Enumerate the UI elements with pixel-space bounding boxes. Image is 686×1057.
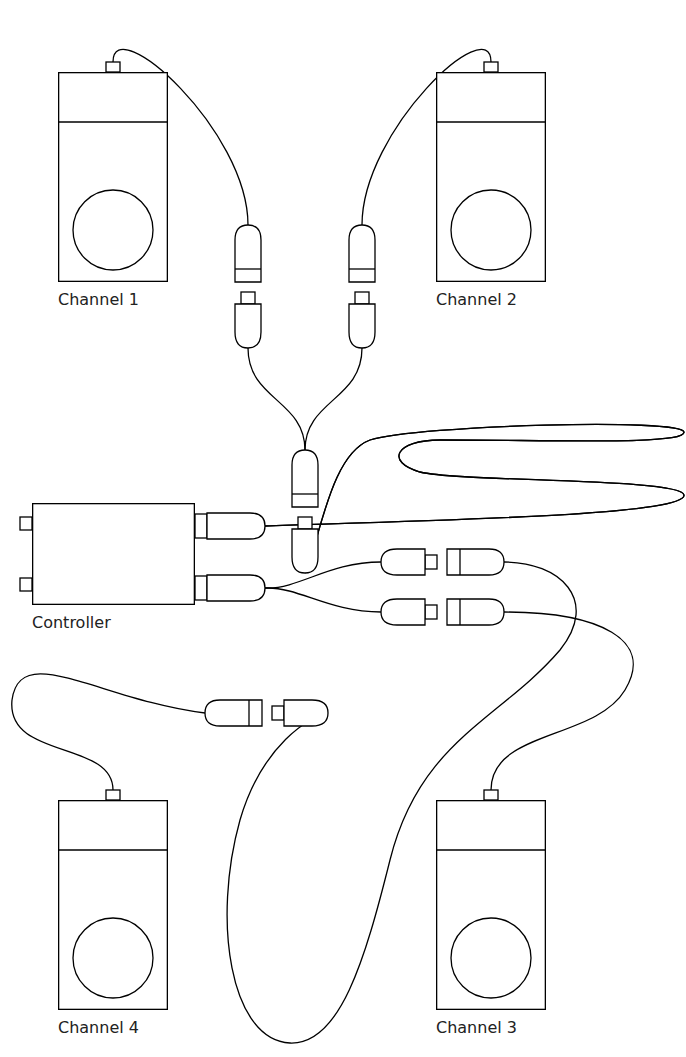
unit-label: Controller (32, 613, 111, 633)
unit-outline (436, 72, 546, 282)
cable (195, 49, 684, 573)
female-plug (205, 700, 262, 726)
channel-unit: Channel 4 (58, 800, 168, 1010)
device-socket (106, 62, 120, 72)
device-socket (484, 790, 498, 800)
female-plug (349, 225, 375, 282)
unit-border (59, 801, 168, 1010)
unit-label: Channel 4 (58, 1018, 139, 1038)
unit-outline (32, 503, 195, 605)
male-plug (381, 549, 437, 575)
port-plug (207, 513, 265, 539)
cable (113, 49, 684, 573)
unit-label: Channel 3 (436, 1018, 517, 1038)
male-plug (349, 292, 375, 348)
unit-outline (436, 800, 546, 1010)
unit-dial (451, 190, 531, 270)
device-socket (106, 790, 120, 800)
unit-label: Channel 2 (436, 290, 517, 310)
unit-dial (451, 918, 531, 998)
channel-unit: Channel 3 (436, 800, 546, 1010)
unit-divider (436, 121, 546, 122)
cable (12, 562, 576, 1043)
unit-border (59, 73, 168, 282)
unit-divider (436, 849, 546, 850)
unit-divider (58, 849, 168, 850)
unit-border (437, 801, 546, 1010)
unit-outline (58, 72, 168, 282)
female-plug (447, 549, 504, 575)
male-plug (235, 292, 261, 348)
cable (195, 588, 633, 800)
unit-border (437, 73, 546, 282)
port-plug (207, 575, 265, 601)
male-plug (272, 700, 328, 726)
female-plug (292, 450, 318, 507)
controller-tab (20, 578, 32, 591)
controller-port (195, 514, 207, 538)
channel-unit: Channel 2 (436, 72, 546, 282)
male-plug (381, 599, 437, 625)
controller-box: Controller (32, 503, 195, 605)
female-plug (235, 225, 261, 282)
female-plug (447, 599, 504, 625)
unit-outline (58, 800, 168, 1010)
unit-dial (73, 918, 153, 998)
unit-divider (58, 121, 168, 122)
channel-unit: Channel 1 (58, 72, 168, 282)
device-socket (484, 62, 498, 72)
controller-tab (20, 517, 32, 530)
unit-border (33, 504, 195, 605)
controller-port (195, 576, 207, 600)
unit-dial (73, 190, 153, 270)
unit-label: Channel 1 (58, 290, 139, 310)
male-plug (292, 517, 318, 573)
